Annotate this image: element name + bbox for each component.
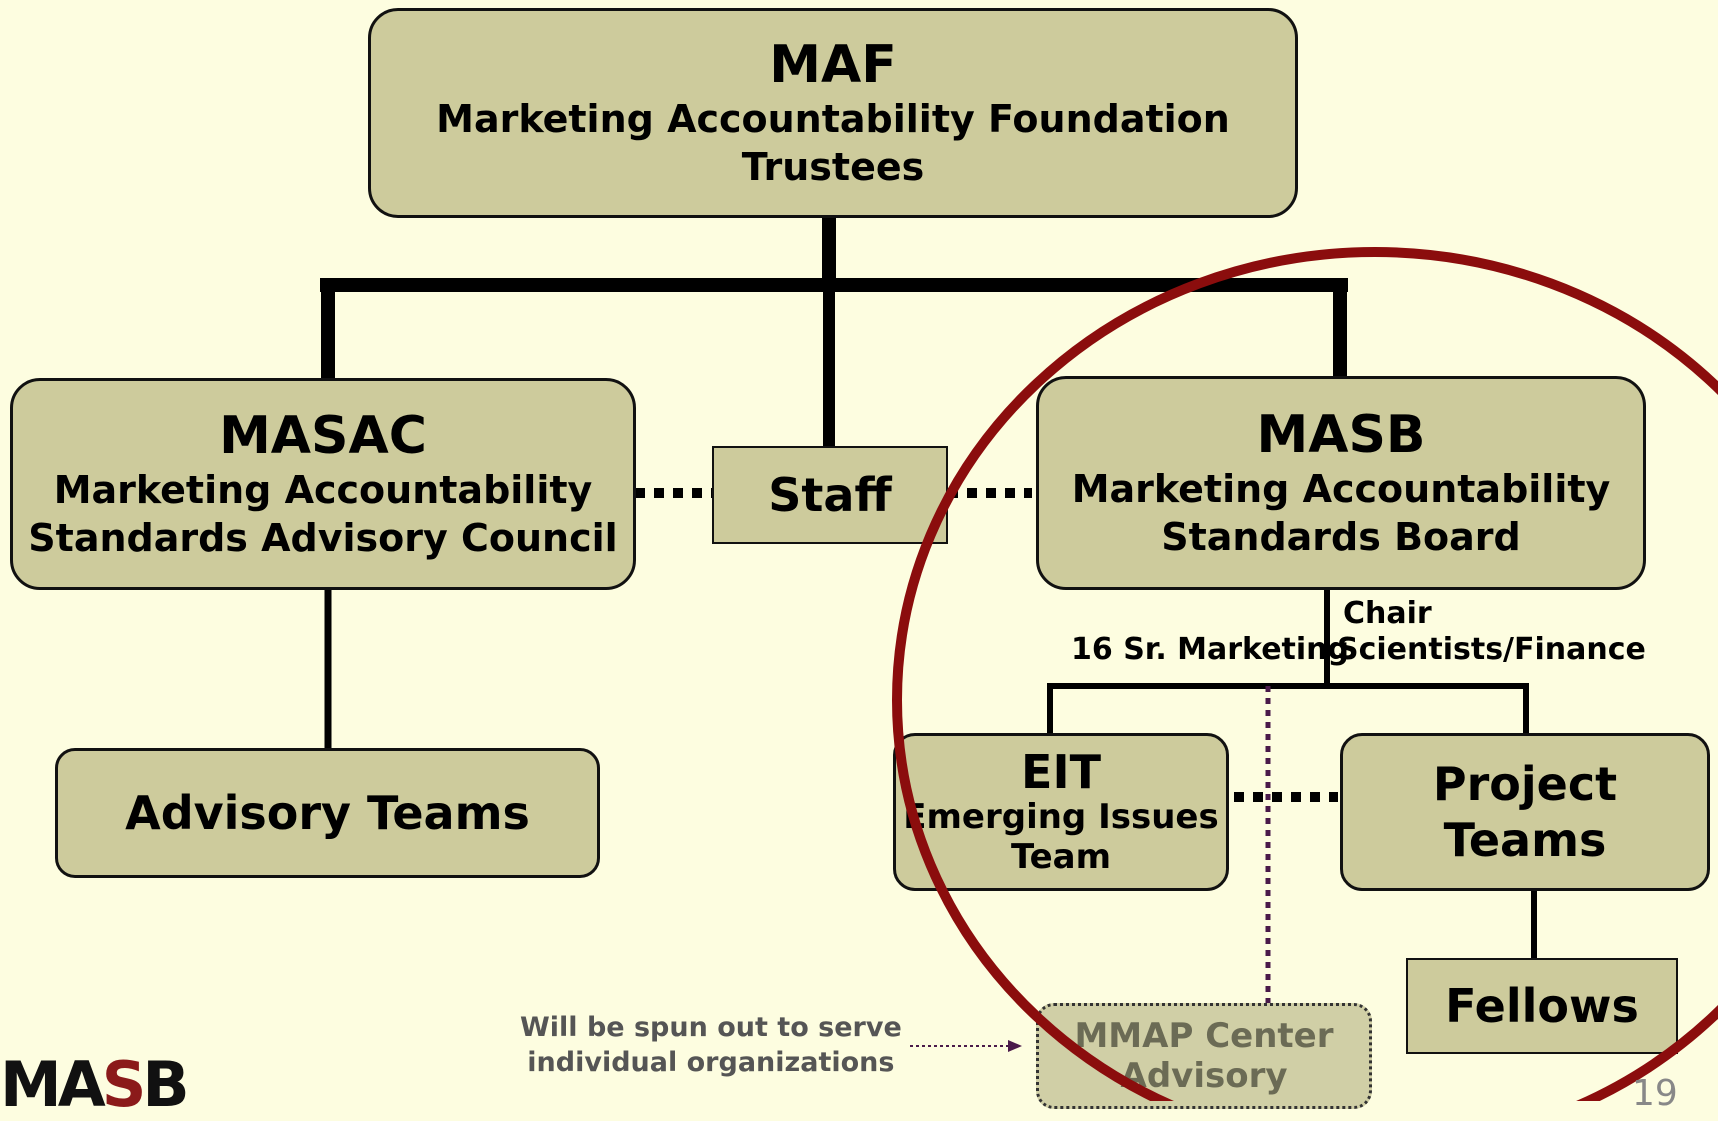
maf-line2: Trustees xyxy=(741,145,925,189)
spin-out-note: Will be spun out to serve individual org… xyxy=(520,1010,902,1080)
mmap-box: MMAP Center Advisory xyxy=(1036,1003,1372,1109)
masb-box: MASB Marketing Accountability Standards … xyxy=(1036,376,1646,590)
project-teams-box: Project Teams xyxy=(1340,733,1710,891)
masac-line2: Standards Advisory Council xyxy=(28,516,618,560)
advisory-teams-label: Advisory Teams xyxy=(125,786,530,840)
staff-box: Staff xyxy=(712,446,948,544)
masb-logo: MASB xyxy=(0,1054,190,1116)
masb-acronym: MASB xyxy=(1256,405,1426,465)
project-teams-line1: Project xyxy=(1432,757,1618,811)
chair-label: Chair xyxy=(1343,596,1432,631)
fellows-box: Fellows xyxy=(1406,958,1678,1054)
note-line2: individual organizations xyxy=(527,1047,895,1078)
masb-line1: Marketing Accountability xyxy=(1071,467,1611,511)
advisory-teams-box: Advisory Teams xyxy=(55,748,600,878)
project-teams-line2: Teams xyxy=(1443,813,1607,867)
page-number: 19 xyxy=(1632,1073,1678,1114)
mmap-line2: Advisory xyxy=(1120,1056,1288,1096)
logo-prefix: MA xyxy=(0,1048,106,1121)
eit-line1: Emerging Issues xyxy=(903,797,1219,837)
eit-box: EIT Emerging Issues Team xyxy=(893,733,1229,891)
maf-box: MAF Marketing Accountability Foundation … xyxy=(368,8,1298,218)
maf-acronym: MAF xyxy=(769,35,897,95)
right-member-label: Scientists/Finance xyxy=(1337,632,1646,667)
logo-suffix: B xyxy=(142,1048,189,1121)
masb-line2: Standards Board xyxy=(1161,515,1521,559)
eit-acronym: EIT xyxy=(1021,745,1101,799)
masac-acronym: MASAC xyxy=(219,406,427,466)
maf-line1: Marketing Accountability Foundation xyxy=(436,97,1230,141)
staff-label: Staff xyxy=(768,468,892,522)
masac-box: MASAC Marketing Accountability Standards… xyxy=(10,378,636,590)
logo-s: S xyxy=(101,1048,147,1121)
mmap-line1: MMAP Center xyxy=(1074,1016,1334,1056)
eit-line2: Team xyxy=(1010,837,1112,877)
note-line1: Will be spun out to serve xyxy=(520,1012,902,1043)
left-member-label: 16 Sr. Marketing xyxy=(1071,632,1349,667)
note-arrowhead xyxy=(1008,1040,1022,1052)
fellows-label: Fellows xyxy=(1445,979,1639,1033)
masac-line1: Marketing Accountability xyxy=(53,468,593,512)
